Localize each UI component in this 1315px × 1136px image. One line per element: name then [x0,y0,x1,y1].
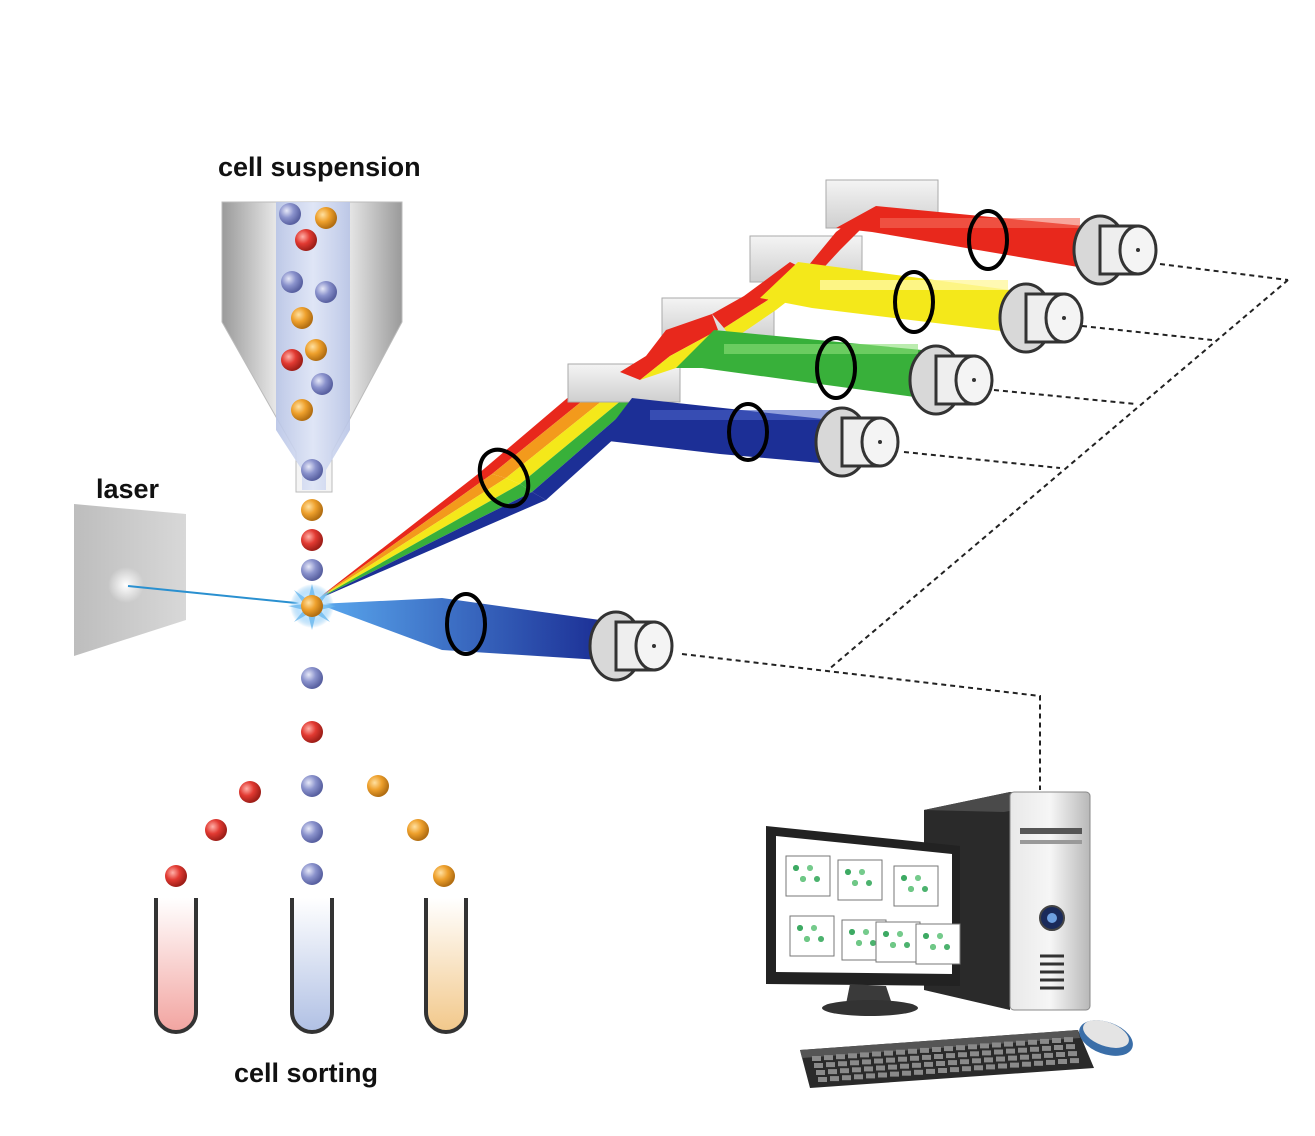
lens-ring-icon [815,336,857,400]
blue-cell [301,559,323,581]
test-tube-icon [154,898,198,1034]
beam-red [836,206,1084,268]
orange-cell [433,865,455,887]
cell-sorting-label: cell sorting [234,1058,379,1088]
laser-device-icon [74,504,186,656]
detector-icon [588,610,674,682]
laser-beam [127,585,307,605]
detector-icon [908,344,994,416]
dashed-connector [681,263,1289,790]
keyboard-icon [800,1030,1094,1088]
red-cell [165,865,187,887]
lens-ring-icon [893,270,935,334]
orange-cell [301,595,323,617]
laser-label: laser [96,474,160,504]
beam-blue [600,398,832,464]
beam-yellow [760,262,1010,332]
computer-monitor-icon [766,826,961,1016]
mouse-icon [1079,1020,1133,1056]
red-cell [295,229,317,251]
red-cell [205,819,227,841]
lens-ring-icon [445,592,487,656]
orange-cell [301,499,323,521]
blue-cell [315,281,337,303]
mini-plot [837,859,883,901]
blue-cell [301,863,323,885]
scatter-light-beam [316,372,646,600]
mini-plot [915,923,961,965]
test-tube-icon [424,898,468,1034]
orange-cell [367,775,389,797]
orange-cell [305,339,327,361]
mini-plot [785,855,831,897]
red-cell [281,349,303,371]
red-cell [301,721,323,743]
detector-icon [1072,214,1158,286]
red-cell [301,529,323,551]
detector-icon [814,406,900,478]
orange-cell [407,819,429,841]
lens-ring-icon [477,447,531,509]
mini-plot [893,865,939,907]
blue-cell [301,459,323,481]
interrogation-point [288,584,336,630]
red-cell [239,781,261,803]
forward-scatter-beam [318,598,600,660]
detector-icon [998,282,1084,354]
mini-plot [789,915,835,957]
blue-cell [281,271,303,293]
blue-cell [279,203,301,225]
blue-cell [311,373,333,395]
lens-ring-icon [967,209,1009,271]
test-tube-icon [290,898,334,1034]
blue-cell [301,821,323,843]
blue-cell [301,667,323,689]
beam-green [676,330,922,398]
blue-cell [301,775,323,797]
lens-ring-icon [727,402,769,462]
orange-cell [291,307,313,329]
mini-plot [875,921,921,963]
orange-cell [315,207,337,229]
orange-cell [291,399,313,421]
cell-suspension-label: cell suspension [218,152,421,182]
